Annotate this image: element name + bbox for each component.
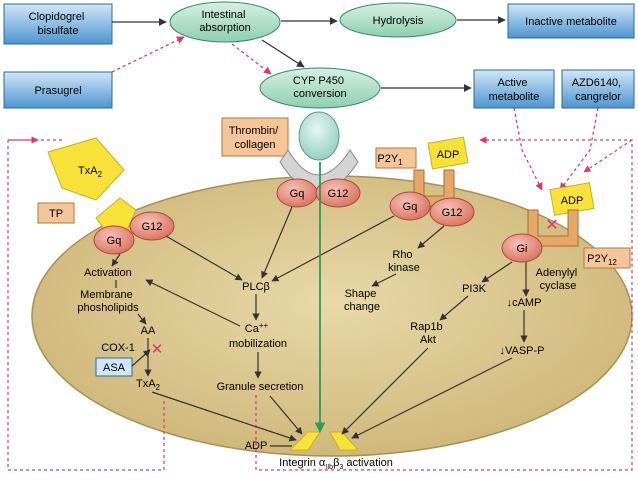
shape-change-label: Shape change [344,288,380,313]
arrow-txa2-integrin [151,391,297,442]
dashed-loop-p2y12-arrow [583,139,633,173]
arrow-prasugrel-cyp [231,43,272,75]
arrow-gi-pi3k [481,261,513,283]
thrombin-collagen-box[interactable] [221,117,289,157]
granule-secretion-label: Granule secretion [217,381,304,393]
g-protein-g12-p2y1[interactable] [429,197,475,227]
arrow-rho-shape [371,273,397,287]
txa2-ligand-shape [47,137,125,201]
intestinal-absorption-label: Intestinal absorption [199,9,250,34]
arrow-g12-p2y1-rho [417,225,445,249]
arrow-vasp-integrin [351,357,513,439]
active-metabolite-label: Active metabolite [489,77,540,103]
asa-label: ASA [103,362,126,374]
plcb-label: PLCβ [242,281,270,293]
thrombin-collagen-label: Thrombin/ collagen [229,125,282,151]
arrow-gq-p2y1-plcb [271,215,395,282]
p2y12-label: P2Y12 [587,253,617,267]
gq-center-label: Gq [290,188,305,200]
active-metabolite-box[interactable] [473,69,555,109]
g-protein-gi[interactable] [501,233,543,263]
g-protein-gq-p2y1[interactable] [389,191,431,221]
hydrolysis-label: Hydrolysis [373,15,424,27]
intestinal-absorption-oval[interactable] [169,1,281,43]
integrin-activation-label: Integrin αIIbβ3 activation [279,457,393,471]
cyp-conversion-label: CYP P450 conversion [293,75,347,100]
cox1-label: COX-1 [101,342,135,354]
prasugrel-label: Prasugrel [34,85,81,97]
cox1-inhibit-cross: ✕ [151,341,164,358]
prasugrel-box[interactable] [3,71,113,109]
arrow-g12-left-plcb [165,235,243,281]
arrow-rap1b-integrin [341,347,429,435]
adp-p2y1-box [427,136,469,170]
adenylyl-cyclase-label: Adenylyl cyclase [536,267,581,292]
camp-label: ↓cAMP [507,297,542,309]
cyp-conversion-oval[interactable] [259,67,381,109]
aa-label: AA [141,325,156,337]
g-protein-gq-left[interactable] [93,225,135,255]
dashed-loop-right [255,136,633,471]
inactive-metabolite-label: Inactive metabolite [525,16,617,28]
arrow-gq-center-plcb [261,206,293,279]
arrow-prasugrel-absorption [111,36,185,73]
ca-mobilization-label: Ca++ mobilization [229,319,287,350]
rap1b-akt-label: Rap1b Akt [410,321,445,346]
activation-label: Activation [84,267,132,279]
arrow-azd-to-p2y12 [559,107,599,191]
azd-cangrelor-label: AZD6140, cangrelor [572,77,625,103]
p2y1-label: P2Y1 [377,153,403,167]
tp-box[interactable] [37,202,75,224]
membrane-phospholipids-label: Membrane phosholipids [77,289,139,314]
adp-p2y12-label: ADP [561,195,584,207]
thrombin-ligand [298,111,340,161]
clopidogrel-box[interactable] [3,3,113,45]
g-protein-g12-center[interactable] [315,178,361,208]
g12-center-label: G12 [328,188,349,200]
adp-p2y1-label: ADP [437,149,460,161]
arrow-ca-activation [145,279,241,327]
arrow-absorption-cyp [261,39,305,68]
g12-left-label: G12 [142,221,163,233]
g12-p2y1-label: G12 [442,207,463,219]
arrow-active-to-p2y12 [513,107,543,191]
gq-left-label: Gq [107,235,122,247]
txa2-ligand-label: TxA2 [78,165,103,179]
adp-bottom-label: ADP [245,440,268,452]
asa-box[interactable] [95,357,133,377]
vasp-label: ↓VASP-P [499,345,544,357]
inactive-metabolite-box[interactable] [507,3,635,39]
g-protein-g12-left[interactable] [129,211,175,241]
hydrolysis-oval[interactable] [339,2,457,38]
arrow-granule-integrin [269,395,303,435]
integrin-right-arm [329,431,360,451]
p2y1-box[interactable] [375,147,417,169]
tp-label: TP [49,208,63,220]
pi3k-label: PI3K [462,283,487,295]
p2y12-receptor-shape [527,209,579,247]
arrow-gq-left-activation [111,253,121,267]
arrow-pi3k-rap1b [439,295,469,321]
txa2-internal-label: TxA2 [136,378,161,392]
p2y12-inhibit-cross: ✕ [545,217,558,234]
rho-kinase-label: Rho kinase [388,249,420,274]
gq-p2y1-label: Gq [403,201,418,213]
azd-cangrelor-box[interactable] [561,69,635,109]
gi-label: Gi [517,243,528,255]
clopidogrel-label: Clopidogrel bisulfate [29,11,88,37]
p2y12-box[interactable] [583,247,631,269]
arrow-asa-cox [131,349,151,367]
arrow-membrane-aa [137,313,147,325]
